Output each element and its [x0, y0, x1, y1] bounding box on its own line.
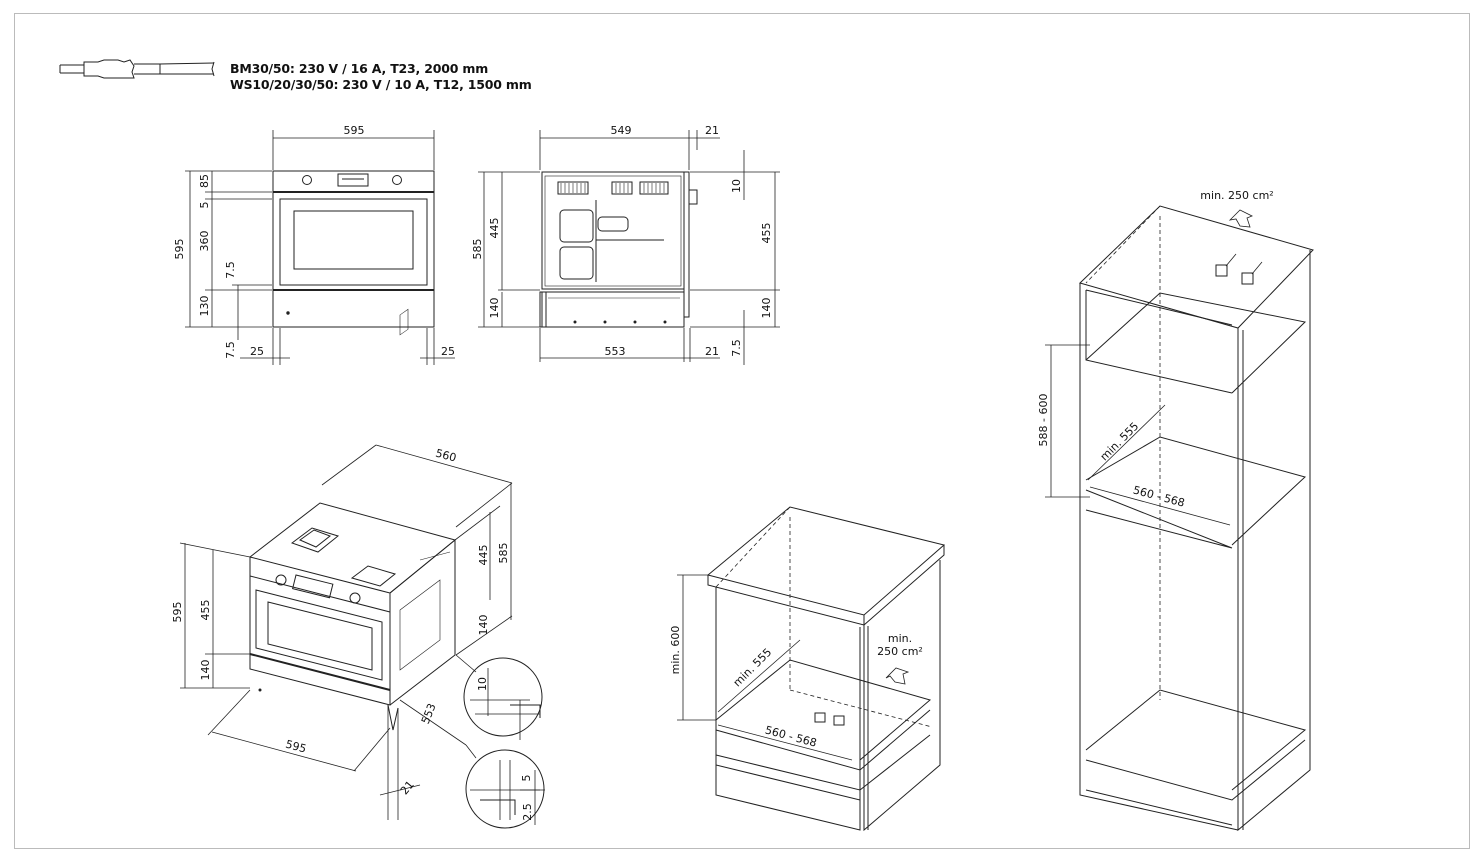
base-cabinet	[706, 506, 946, 832]
tall-cabinet	[1079, 205, 1314, 832]
dim-tall-height: 588 - 600	[1037, 394, 1050, 447]
base-vent-label-2: 250 cm²	[877, 645, 923, 658]
dim-iso-445: 445	[477, 545, 490, 566]
dim-front-5: 5	[198, 202, 211, 209]
dim-front-right-25: 25	[441, 345, 455, 358]
dim-iso-455: 455	[199, 600, 212, 621]
isometric-oven	[249, 308, 457, 731]
dim-side-bottom-21: 21	[705, 345, 719, 358]
front-view-oven	[272, 170, 435, 328]
dim-side-right-140: 140	[760, 298, 773, 319]
dim-iso-585: 585	[497, 543, 510, 564]
isometric-oven-dimensions	[179, 444, 513, 820]
dim-side-top-21: 21	[705, 124, 719, 137]
dim-iso-140-right: 140	[477, 615, 490, 636]
dim-front-left-25: 25	[250, 345, 264, 358]
dim-iso-140: 140	[199, 660, 212, 681]
dim-detail-10: 10	[476, 677, 489, 691]
dim-front-7-5-a: 7.5	[224, 261, 237, 279]
dim-iso-560: 560	[434, 447, 458, 465]
power-plug-icon	[59, 59, 215, 79]
tall-cabinet-dimensions	[1045, 344, 1231, 526]
dim-base-min-555: min. 555	[731, 646, 775, 690]
dim-front-7-5-b: 7.5	[224, 341, 237, 359]
dim-iso-21: 21	[398, 778, 417, 797]
side-view-dimensions	[478, 130, 780, 365]
dim-side-445: 445	[488, 218, 501, 239]
spec-line-1: BM30/50: 230 V / 16 A, T23, 2000 mm	[230, 61, 489, 76]
dim-front-width: 595	[344, 124, 365, 137]
dim-iso-595-width: 595	[284, 738, 308, 756]
dim-base-min-600: min. 600	[669, 626, 682, 675]
spec-line-2: WS10/20/30/50: 230 V / 10 A, T12, 1500 m…	[230, 77, 532, 92]
dim-tall-min-555: min. 555	[1098, 420, 1142, 464]
vent-arrow-icon	[1228, 209, 1253, 228]
dim-detail-2-5: 2.5	[521, 803, 534, 821]
dim-side-right-10: 10	[730, 179, 743, 193]
dim-front-130: 130	[198, 296, 211, 317]
base-vent-label-1: min.	[888, 632, 912, 645]
side-view-oven	[539, 171, 698, 328]
dim-side-right-455: 455	[760, 223, 773, 244]
vent-arrow-icon	[885, 667, 910, 685]
detail-circle-bottom	[465, 749, 545, 829]
dim-front-height: 595	[173, 239, 186, 260]
dim-side-depth-top: 549	[611, 124, 632, 137]
dim-front-85: 85	[198, 174, 211, 188]
dim-side-585: 585	[471, 239, 484, 260]
drawing-frame	[14, 13, 1470, 849]
dim-side-depth-bottom: 553	[605, 345, 626, 358]
dim-side-right-7-5: 7.5	[730, 339, 743, 357]
dim-side-140: 140	[488, 298, 501, 319]
dim-front-360: 360	[198, 231, 211, 252]
electrical-spec: BM30/50: 230 V / 16 A, T23, 2000 mm WS10…	[230, 61, 532, 93]
detail-circle-top	[463, 657, 543, 740]
dim-iso-595-height: 595	[171, 602, 184, 623]
tall-vent-label: min. 250 cm²	[1200, 189, 1273, 202]
front-view-dimensions	[185, 130, 455, 365]
dim-detail-5: 5	[520, 775, 533, 782]
dim-iso-553: 553	[419, 702, 439, 726]
base-cabinet-dimensions	[677, 574, 853, 761]
